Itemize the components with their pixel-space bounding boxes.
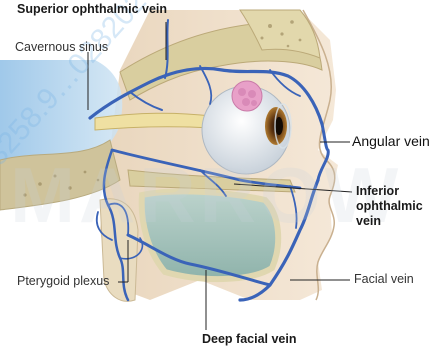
lacrimal-gland [232,81,262,111]
label-cavernous-sinus: Cavernous sinus [15,41,108,54]
pupil [275,117,283,135]
label-angular-vein: Angular vein [352,134,430,149]
label-deep-facial-vein: Deep facial vein [202,333,297,346]
label-inferior-ophthalmic-vein-1: Inferior [356,185,399,198]
label-facial-vein: Facial vein [354,273,414,286]
label-pterygoid-plexus: Pterygoid plexus [17,275,109,288]
maxillary-sinus [142,191,278,279]
label-superior-ophthalmic-vein: Superior ophthalmic vein [17,3,167,16]
label-inferior-ophthalmic-vein-2: ophthalmic [356,200,423,213]
label-inferior-ophthalmic-vein-3: vein [356,215,381,228]
